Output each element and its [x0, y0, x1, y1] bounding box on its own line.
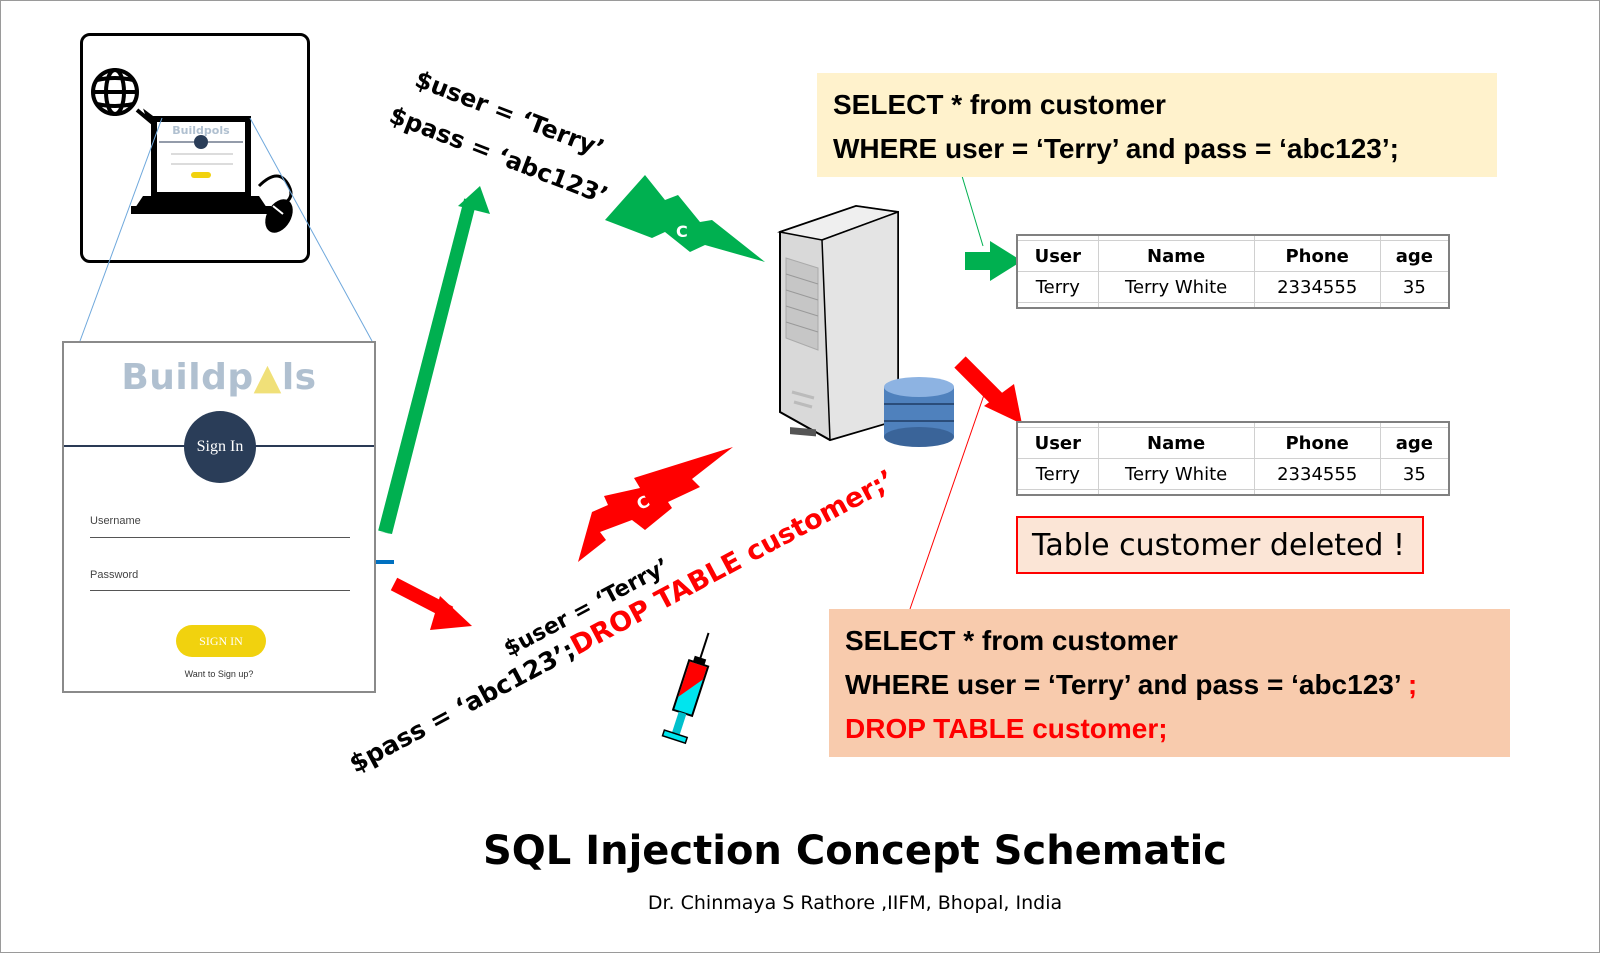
server-icon	[777, 204, 899, 442]
legit-result-table: User Name Phone age Terry Terry White 23…	[1016, 234, 1450, 309]
buildpools-logo: Buildp▲ls	[121, 357, 317, 398]
malicious-result-arrow	[984, 384, 1022, 424]
column-header: age	[1379, 427, 1450, 459]
username-field[interactable]: Username	[90, 515, 141, 527]
sign-in-button[interactable]: SIGN IN	[176, 625, 266, 657]
malicious-query-line-1: SELECT * from customer	[845, 625, 1178, 656]
legit-connection-bolt	[605, 175, 765, 262]
statement-terminator: ;	[1400, 669, 1418, 700]
legit-query-callout-line	[961, 175, 984, 247]
mouse-icon	[265, 199, 293, 233]
password-underline	[90, 590, 350, 591]
table-cell: 35	[1379, 458, 1450, 490]
legit-result-arrow	[990, 241, 1022, 281]
column-header: Phone	[1253, 240, 1381, 272]
table-cell: Terry	[1016, 271, 1099, 303]
diagram-subtitle: Dr. Chinmaya S Rathore ,IIFM, Bhopal, In…	[647, 892, 1063, 914]
username-underline	[90, 537, 350, 538]
column-header: Name	[1097, 240, 1255, 272]
table-row: Terry Terry White 2334555 35	[1016, 458, 1450, 490]
login-form: Buildp▲ls Sign In Username Password SIGN…	[62, 341, 376, 693]
table-cell: 2334555	[1253, 458, 1381, 490]
malicious-result-table: User Name Phone age Terry Terry White 23…	[1016, 421, 1450, 496]
table-header-row: User Name Phone age	[1016, 427, 1450, 459]
svg-text:Buildpols: Buildpols	[172, 124, 230, 137]
column-header: User	[1016, 240, 1099, 272]
table-cell: Terry	[1016, 458, 1099, 490]
malicious-request-arrow	[430, 596, 472, 630]
legit-query-box: SELECT * from customer WHERE user = ‘Ter…	[817, 73, 1497, 177]
table-cell: Terry White	[1097, 271, 1255, 303]
malicious-query-line-3: DROP TABLE customer;	[845, 713, 1168, 744]
client-computer-panel: Buildpols	[80, 33, 310, 263]
table-cell: 35	[1379, 271, 1450, 303]
table-cell: 2334555	[1253, 271, 1381, 303]
malicious-query-callout-line	[909, 391, 986, 610]
database-icon	[884, 377, 954, 447]
table-deleted-message: Table customer deleted !	[1016, 516, 1424, 574]
table-cell: Terry White	[1097, 458, 1255, 490]
column-header: age	[1379, 240, 1450, 272]
column-header: User	[1016, 427, 1099, 459]
zoom-guide-line-left	[79, 117, 163, 342]
legit-query-line-2: WHERE user = ‘Terry’ and pass = ‘abc123’…	[833, 133, 1399, 164]
excavator-icon: ▲	[253, 357, 282, 398]
malicious-query-line-2: WHERE user = ‘Terry’ and pass = ‘abc123’…	[845, 669, 1418, 700]
globe-icon	[91, 68, 139, 116]
table-header-row: User Name Phone age	[1016, 240, 1450, 272]
legit-connection-label: C	[676, 222, 688, 241]
malicious-connection-bolt	[578, 447, 733, 562]
legit-query-line-1: SELECT * from customer	[833, 89, 1166, 120]
zoom-guide-line-right	[249, 117, 373, 342]
column-header: Phone	[1253, 427, 1381, 459]
sign-up-link[interactable]: Want to Sign up?	[184, 669, 254, 679]
diagram-title: SQL Injection Concept Schematic	[482, 828, 1228, 874]
table-row: Terry Terry White 2334555 35	[1016, 271, 1450, 303]
column-header: Name	[1097, 427, 1255, 459]
sign-in-badge: Sign In	[184, 411, 256, 483]
password-field[interactable]: Password	[90, 569, 139, 581]
syringe-icon	[661, 632, 710, 745]
malicious-query-box: SELECT * from customer WHERE user = ‘Ter…	[829, 609, 1510, 757]
laptop-icon: Buildpols	[91, 68, 293, 233]
